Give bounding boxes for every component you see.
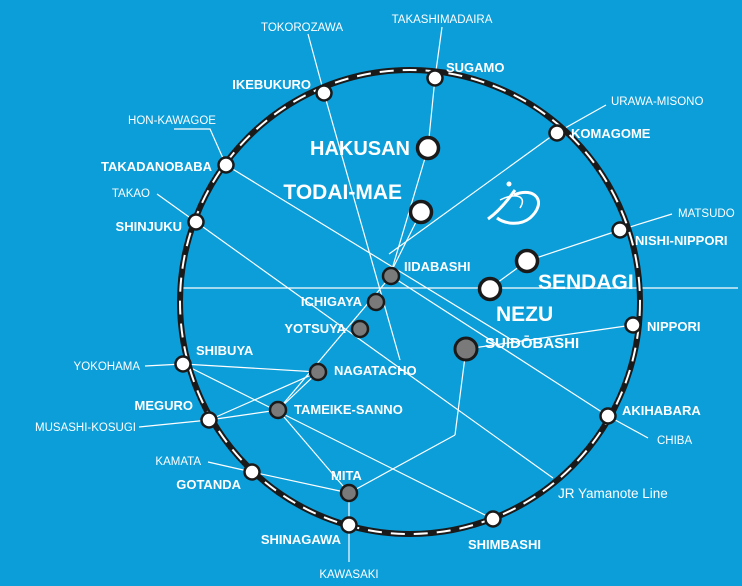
label-yotsuya: YOTSUYA <box>284 321 346 336</box>
label-suidobashi: SUIDŌBASHI <box>485 335 579 352</box>
label-nezu: NEZU <box>496 303 553 326</box>
label-gotanda: GOTANDA <box>176 477 241 492</box>
label-tokorozawa: TOKOROZAWA <box>261 22 343 34</box>
label-takadanobaba: TAKADANOBABA <box>101 159 213 174</box>
label-shinjuku: SHINJUKU <box>116 219 182 234</box>
station-takadanobaba[interactable] <box>217 156 235 174</box>
connection-lines <box>138 26 738 562</box>
station-akihabara[interactable] <box>599 407 617 425</box>
station-ikebukuro[interactable] <box>315 84 333 102</box>
label-akihabara: AKIHABARA <box>622 403 701 418</box>
station-shinjuku[interactable] <box>187 213 205 231</box>
station-sendagi[interactable] <box>514 248 540 274</box>
yamanote-line-label: JR Yamanote Line <box>558 486 668 501</box>
station-hakusan[interactable] <box>415 135 441 161</box>
label-mita: MITA <box>331 468 362 483</box>
subway-stations <box>268 266 401 503</box>
line-meguro-nagatacho <box>208 371 319 421</box>
station-komagome[interactable] <box>548 124 566 142</box>
label-yokohama: YOKOHAMA <box>74 361 141 373</box>
label-takao: TAKAO <box>112 188 150 200</box>
label-ikebukuro: IKEBUKURO <box>232 77 311 92</box>
line-akihabara <box>390 275 609 417</box>
line-shibuya-shimbashi <box>182 363 494 520</box>
label-komagome: KOMAGOME <box>571 126 651 141</box>
line-suido-b <box>348 434 456 494</box>
station-ichigaya[interactable] <box>366 292 386 312</box>
label-matsudo: MATSUDO <box>678 208 735 220</box>
label-shinagawa: SHINAGAWA <box>261 532 342 547</box>
ring-stations <box>174 69 642 534</box>
label-nippori: NIPPORI <box>647 319 700 334</box>
label-shibuya: SHIBUYA <box>196 343 254 358</box>
label-sugamo: SUGAMO <box>446 60 505 75</box>
line-shinjuku-yamanote <box>195 221 554 479</box>
ring-station-labels: SUGAMO KOMAGOME NISHI-NIPPORI NIPPORI AK… <box>101 60 727 552</box>
label-hon-kawagoe: HON-KAWAGOE <box>128 115 216 127</box>
label-hakusan: HAKUSAN <box>310 138 410 160</box>
label-iidabashi: IIDABASHI <box>404 259 470 274</box>
station-shibuya[interactable] <box>174 355 192 373</box>
label-kamata: KAMATA <box>155 456 201 468</box>
label-musashi-kosugi: MUSASHI-KOSUGI <box>35 422 136 434</box>
line-honkawagoe <box>174 128 227 166</box>
yamanote-ring-dash <box>179 69 641 535</box>
station-nippori[interactable] <box>624 316 642 334</box>
line-sendagi <box>526 229 621 262</box>
station-suidobashi[interactable] <box>453 336 479 362</box>
university-logo <box>487 181 540 225</box>
main-stations <box>408 135 540 362</box>
line-ikebukuro <box>323 92 401 361</box>
line-musashikosugi <box>138 419 210 428</box>
station-shinagawa[interactable] <box>340 516 358 534</box>
station-gotanda[interactable] <box>243 463 261 481</box>
label-ichigaya: ICHIGAYA <box>301 294 363 309</box>
station-nezu[interactable] <box>477 276 503 302</box>
station-iidabashi[interactable] <box>381 266 401 286</box>
label-nagatacho: NAGATACHO <box>334 363 417 378</box>
line-tokorozawa <box>307 33 325 94</box>
station-sugamo[interactable] <box>426 69 444 87</box>
station-meguro[interactable] <box>200 411 218 429</box>
label-nishi-nippori: NISHI-NIPPORI <box>635 233 727 248</box>
label-chiba: CHIBA <box>657 435 692 447</box>
line-suido-a <box>454 348 467 436</box>
label-todai-mae: TODAI-MAE <box>283 181 402 204</box>
label-kawasaki: KAWASAKI <box>319 569 378 581</box>
line-takadanobaba <box>225 164 521 346</box>
line-tameike-mita <box>277 409 350 494</box>
subway-station-labels: IIDABASHI ICHIGAYA YOTSUYA NAGATACHO TAM… <box>284 259 470 483</box>
station-shimbashi[interactable] <box>484 510 502 528</box>
station-nishi-nippori[interactable] <box>611 221 629 239</box>
station-nagatacho[interactable] <box>308 362 328 382</box>
line-shibuya-nagatacho <box>182 363 319 373</box>
line-meguro-tameike <box>208 409 279 421</box>
label-takashimadaira: TAKASHIMADAIRA <box>392 14 493 26</box>
line-komagome <box>388 132 557 255</box>
label-urawa-misono: URAWA-MISONO <box>611 96 703 108</box>
label-shimbashi: SHIMBASHI <box>468 537 541 552</box>
external-destination-labels: TAKASHIMADAIRA TOKOROZAWA URAWA-MISONO H… <box>35 14 735 581</box>
label-meguro: MEGURO <box>135 398 194 413</box>
label-sendagi: SENDAGI <box>538 271 634 294</box>
station-yotsuya[interactable] <box>350 319 370 339</box>
station-tameike-sanno[interactable] <box>268 400 288 420</box>
line-gotanda-mita <box>251 471 350 494</box>
main-station-labels: HAKUSAN TODAI-MAE SENDAGI NEZU SUIDŌBASH… <box>283 138 633 352</box>
station-mita[interactable] <box>339 483 359 503</box>
label-tameike-sanno: TAMEIKE-SANNO <box>294 402 403 417</box>
station-todai-mae[interactable] <box>408 199 434 225</box>
line-suido-nippori <box>465 324 634 350</box>
